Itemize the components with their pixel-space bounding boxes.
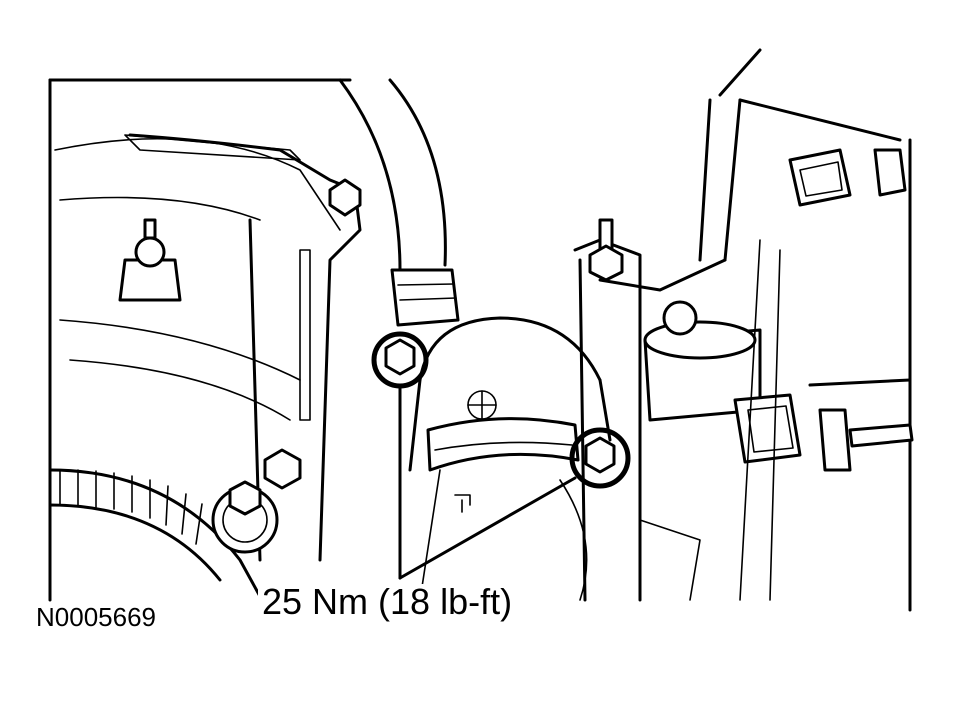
figure-id-label: N0005669 xyxy=(36,602,156,632)
torque-spec-label: 25 Nm (18 lb-ft) xyxy=(258,584,517,620)
